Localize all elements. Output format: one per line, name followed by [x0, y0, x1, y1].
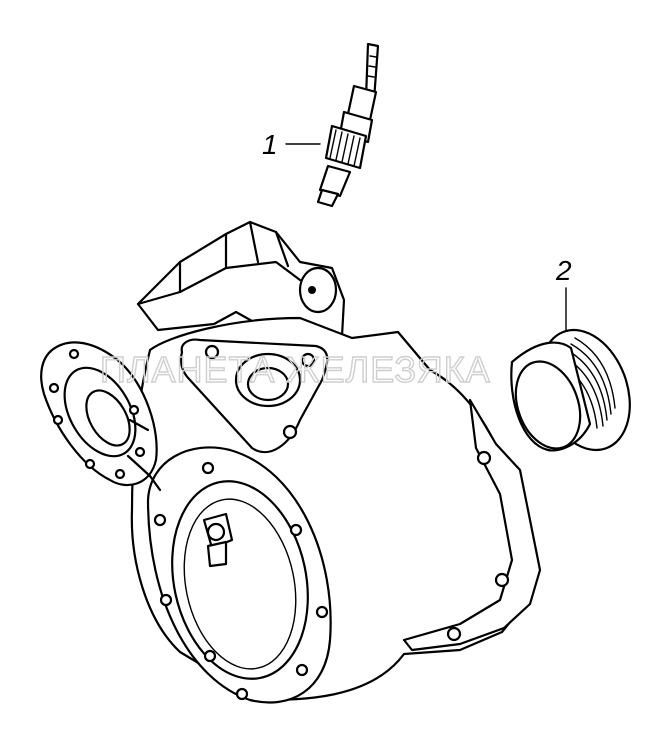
- watermark-text: ПЛАНЕТА ЖЕЛЕЗЯКА: [100, 349, 491, 390]
- callout-2: 2: [555, 255, 572, 331]
- callout-1: 1: [262, 129, 321, 160]
- part-1-shaft: [316, 42, 380, 208]
- callout-2-label: 2: [555, 255, 572, 286]
- gear-housing: [40, 220, 542, 704]
- part-2-ring: [510, 328, 631, 452]
- callout-1-label: 1: [262, 129, 278, 160]
